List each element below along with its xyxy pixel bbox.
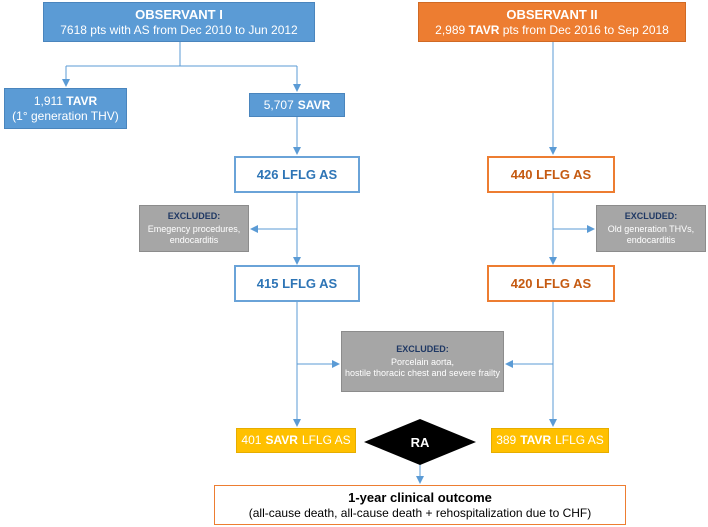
tavr-gen1-count: 1,911 bbox=[33, 94, 63, 109]
savr-final-count: 401 bbox=[241, 433, 262, 448]
observant1-title: OBSERVANT I bbox=[135, 7, 223, 22]
excluded-right-box: EXCLUDED: Old generation THVs, endocardi… bbox=[596, 205, 706, 252]
observant2-subtitle: 2,989 TAVR pts from Dec 2016 to Sep 2018 bbox=[435, 23, 669, 37]
left-lflg-box-2: 415 LFLG AS bbox=[234, 265, 360, 302]
excluded-left-text: Emegency procedures, endocarditis bbox=[147, 224, 241, 245]
excluded-center-box: EXCLUDED: Porcelain aorta, hostile thora… bbox=[341, 331, 504, 392]
excluded-center-line2: hostile thoracic chest and severe frailt… bbox=[344, 367, 501, 378]
randomization-label: RA bbox=[410, 434, 430, 450]
savr-label: SAVR bbox=[297, 97, 331, 112]
tavr-gen1-label: TAVR bbox=[66, 94, 98, 109]
outcome-title: 1-year clinical outcome bbox=[348, 490, 492, 505]
excluded-left-box: EXCLUDED: Emegency procedures, endocardi… bbox=[139, 205, 249, 252]
observant2-title: OBSERVANT II bbox=[506, 7, 598, 22]
savr-count: 5,707 bbox=[263, 97, 294, 112]
savr-final-box: 401 SAVR LFLG AS bbox=[236, 428, 356, 453]
savr-final-bold: SAVR bbox=[265, 433, 298, 448]
observant1-subtitle: 7618 pts with AS from Dec 2010 to Jun 20… bbox=[60, 22, 298, 37]
tavr-final-rest: LFLG AS bbox=[555, 433, 604, 448]
excluded-right-text: Old generation THVs, endocarditis bbox=[607, 224, 695, 245]
tavr-final-count: 389 bbox=[496, 433, 517, 448]
tavr-gen1-line2: (1° generation THV) bbox=[12, 108, 119, 123]
excluded-left-header: EXCLUDED: bbox=[167, 211, 221, 222]
randomization-diamond bbox=[364, 419, 476, 465]
observant2-box: OBSERVANT II 2,989 TAVR pts from Dec 201… bbox=[418, 2, 686, 42]
tavr-final-box: 389 TAVR LFLG AS bbox=[491, 428, 609, 453]
right-lflg-box-2: 420 LFLG AS bbox=[487, 265, 615, 302]
outcome-box: 1-year clinical outcome (all-cause death… bbox=[214, 485, 626, 525]
savr-box: 5,707 SAVR bbox=[249, 93, 345, 117]
observant2-tavr: TAVR bbox=[468, 22, 500, 37]
savr-final-rest: LFLG AS bbox=[301, 433, 351, 448]
outcome-detail: (all-cause death, all-cause death + reho… bbox=[248, 505, 592, 520]
right-lflg-box-1: 440 LFLG AS bbox=[487, 156, 615, 193]
tavr-gen1-line1: 1,911 TAVR bbox=[34, 94, 97, 108]
tavr-gen1-box: 1,911 TAVR (1° generation THV) bbox=[4, 88, 127, 129]
left-lflg-box-1: 426 LFLG AS bbox=[234, 156, 360, 193]
observant2-period: pts from Dec 2016 to Sep 2018 bbox=[502, 22, 669, 37]
observant2-count: 2,989 bbox=[435, 22, 466, 37]
tavr-final-bold: TAVR bbox=[520, 433, 552, 448]
excluded-right-header: EXCLUDED: bbox=[624, 211, 678, 222]
observant1-box: OBSERVANT I 7618 pts with AS from Dec 20… bbox=[43, 2, 315, 42]
excluded-center-line1: Porcelain aorta, bbox=[390, 357, 455, 368]
excluded-center-header: EXCLUDED: bbox=[396, 344, 449, 355]
